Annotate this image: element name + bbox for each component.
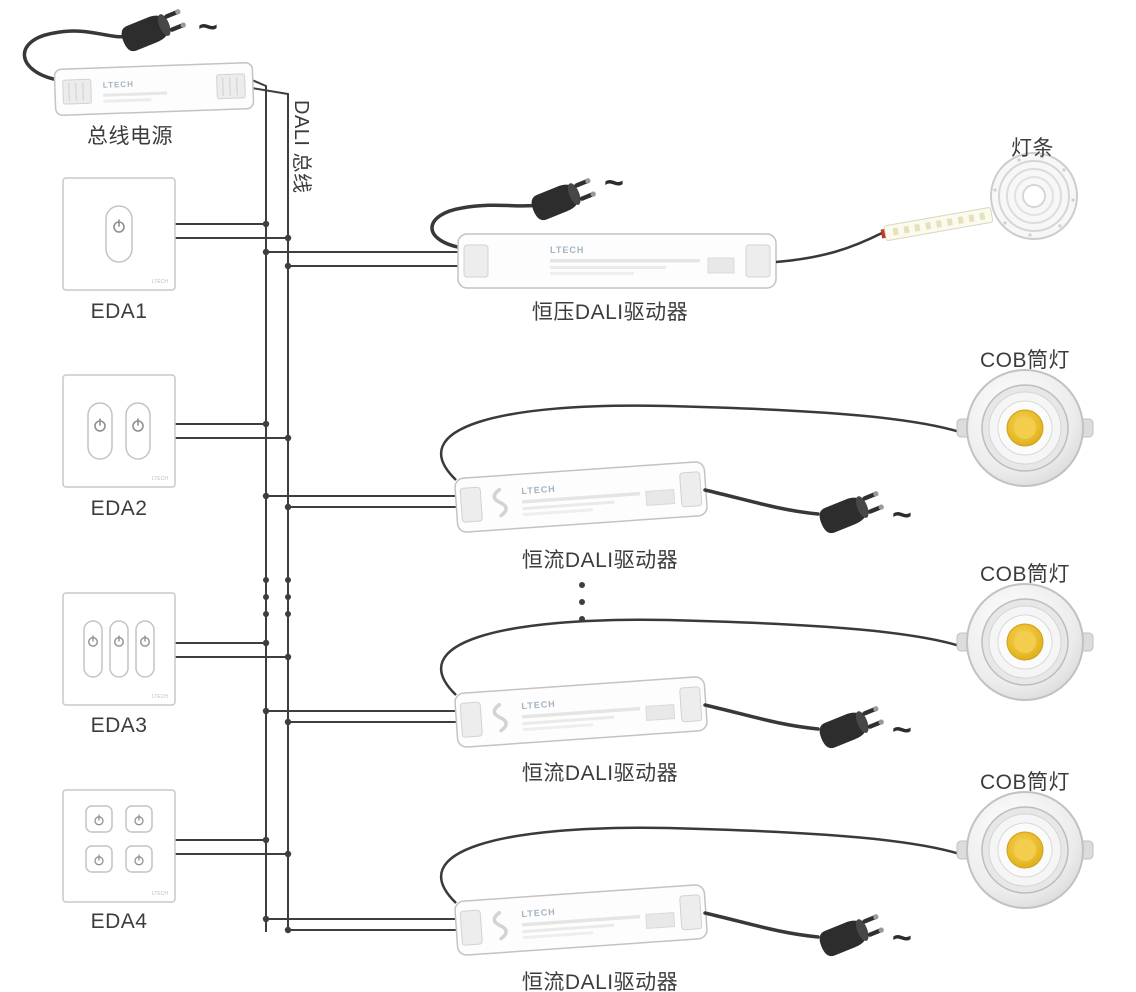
cc-dali-driver-3 xyxy=(452,882,710,958)
brand-text: LTECH xyxy=(152,694,168,700)
cc-dali-driver-2 xyxy=(452,674,710,750)
bus-junction-dots xyxy=(262,220,292,934)
power-plug-icon xyxy=(816,910,886,959)
cv-driver-label: 恒压DALI驱动器 xyxy=(531,301,689,324)
panel-label-eda2: EDA2 xyxy=(90,497,148,520)
dali-bus-wire-1 xyxy=(251,79,267,932)
cc2-output-wire xyxy=(440,618,967,696)
cc1-output-wire xyxy=(440,404,967,481)
cc3-output-wire xyxy=(440,826,967,904)
panel-button xyxy=(109,620,129,678)
power-plug-icon xyxy=(528,174,598,223)
power-plug-icon xyxy=(816,487,886,536)
bus-power-supply xyxy=(53,61,255,117)
ac-symbol: ~ xyxy=(892,919,912,957)
panel-label-eda3: EDA3 xyxy=(90,714,148,737)
strip-coil xyxy=(990,152,1078,240)
panel-button xyxy=(83,620,103,678)
power-plug-icon xyxy=(118,5,188,54)
touch-panel-eda2: LTECH xyxy=(62,374,176,488)
downlight-label-3: COB筒灯 xyxy=(979,771,1070,794)
panel-button xyxy=(135,620,155,678)
touch-panel-eda4: LTECH xyxy=(62,789,176,903)
driver-branch-wires xyxy=(266,251,460,931)
cc-driver-label-1: 恒流DALI驱动器 xyxy=(521,549,679,572)
cc-driver-label-2: 恒流DALI驱动器 xyxy=(521,762,679,785)
cob-downlight-2 xyxy=(956,583,1094,701)
ac-symbol: ~ xyxy=(604,164,624,202)
ac-symbol: ~ xyxy=(892,711,912,749)
cv-dali-driver xyxy=(457,233,777,289)
power-plug-icon xyxy=(816,702,886,751)
cc2-power-cable xyxy=(703,703,820,731)
cob-downlight-3 xyxy=(956,791,1094,909)
strip-output-wire xyxy=(775,231,883,264)
cob-downlight-1 xyxy=(956,369,1094,487)
panel-button xyxy=(105,205,133,263)
downlight-label-1: COB筒灯 xyxy=(979,349,1070,372)
touch-panel-eda3: LTECH xyxy=(62,592,176,706)
strip-label: 灯条 xyxy=(1011,137,1054,160)
continuation-dots xyxy=(263,577,585,622)
bus-power-label: 总线电源 xyxy=(87,125,173,148)
dali-bus-label: DALI 总线 xyxy=(290,100,312,194)
dali-bus-wires xyxy=(251,79,289,932)
brand-text: LTECH xyxy=(152,279,168,285)
cv-driver-power-cable xyxy=(430,203,542,250)
panel-branch-wires xyxy=(175,223,288,855)
downlight-label-2: COB筒灯 xyxy=(979,563,1070,586)
psu-power-cable xyxy=(22,29,132,82)
cc1-power-cable xyxy=(703,488,820,516)
brand-text: LTECH xyxy=(152,476,168,482)
cc-driver-label-3: 恒流DALI驱动器 xyxy=(521,971,679,992)
ac-symbol: ~ xyxy=(198,8,218,46)
ac-symbol: ~ xyxy=(892,496,912,534)
led-strip xyxy=(775,152,1078,264)
dali-bus-wire-2 xyxy=(251,87,289,932)
brand-text: LTECH xyxy=(152,891,168,897)
panel-label-eda4: EDA4 xyxy=(90,910,148,933)
cc-dali-driver-1 xyxy=(452,459,710,535)
panel-label-eda1: EDA1 xyxy=(90,300,148,323)
cc3-power-cable xyxy=(703,911,820,939)
touch-panel-eda1: LTECH xyxy=(62,177,176,291)
